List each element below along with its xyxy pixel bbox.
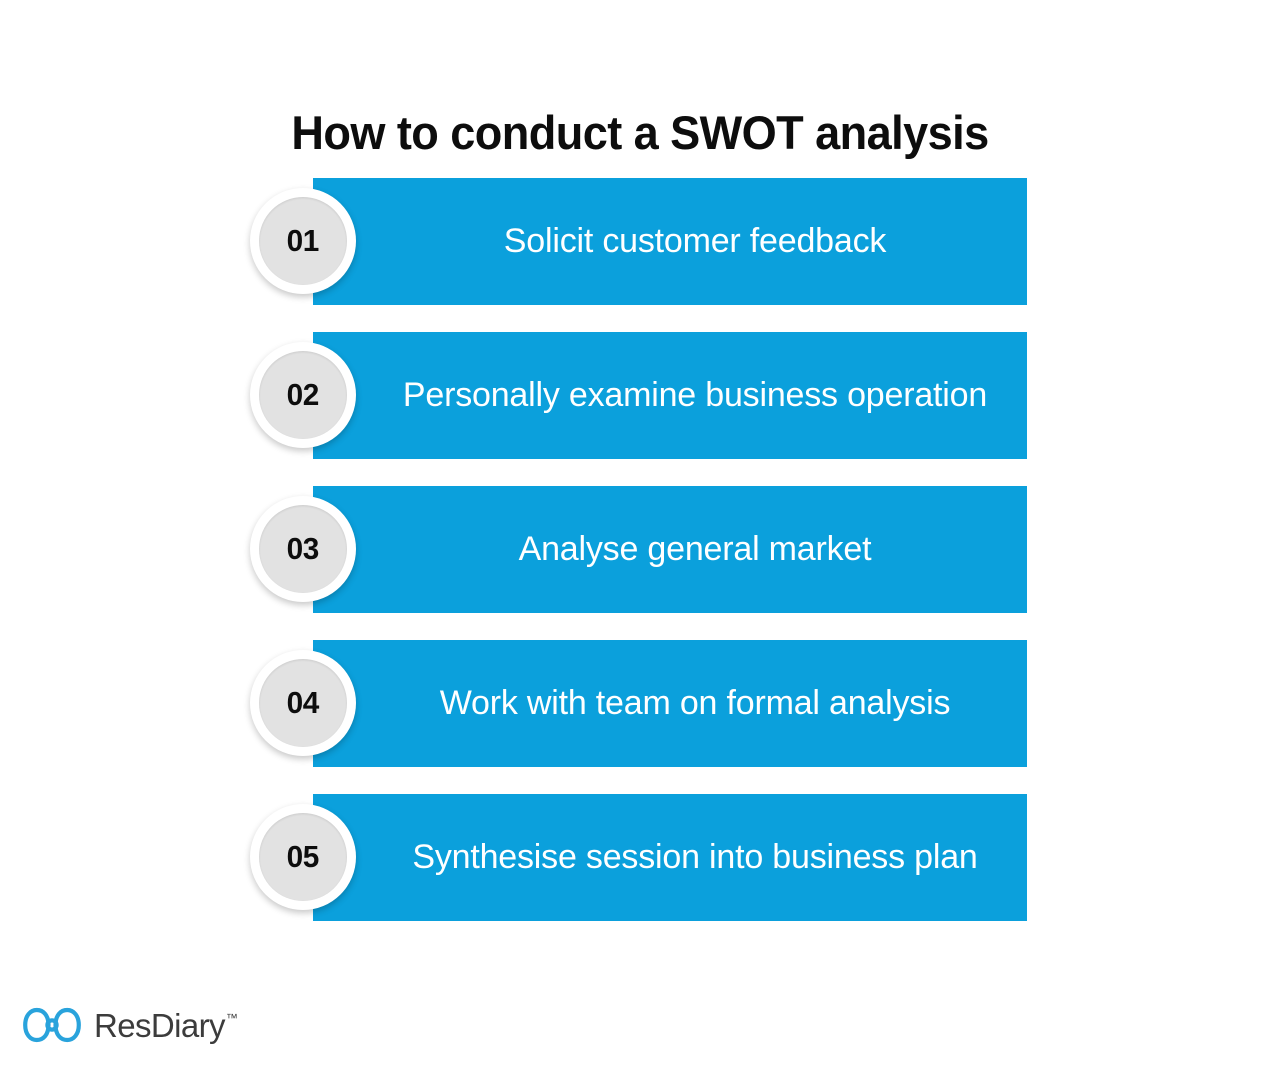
step-label: Work with team on formal analysis: [439, 683, 951, 722]
list-item: Work with team on formal analysis 04: [0, 640, 1280, 767]
step-label: Personally examine business operation: [402, 375, 988, 414]
step-badge: 01: [250, 188, 356, 294]
step-bar: Solicit customer feedback: [313, 178, 1027, 305]
step-badge: 05: [250, 804, 356, 910]
step-number: 03: [286, 531, 320, 566]
list-item: Personally examine business operation 02: [0, 332, 1280, 459]
page-title: How to conduct a SWOT analysis: [291, 106, 989, 160]
brand-wordmark: ResDiary™: [94, 1007, 238, 1045]
step-badge: 02: [250, 342, 356, 448]
step-badge-disc: 02: [259, 351, 347, 439]
step-bar: Personally examine business operation: [313, 332, 1027, 459]
trademark-symbol: ™: [225, 1011, 238, 1025]
steps-list: Solicit customer feedback 01 Personally …: [0, 178, 1280, 921]
step-label: Solicit customer feedback: [503, 221, 887, 260]
list-item: Synthesise session into business plan 05: [0, 794, 1280, 921]
list-item: Analyse general market 03: [0, 486, 1280, 613]
step-bar: Analyse general market: [313, 486, 1027, 613]
step-badge-disc: 04: [259, 659, 347, 747]
step-bar: Synthesise session into business plan: [313, 794, 1027, 921]
step-badge: 04: [250, 650, 356, 756]
step-label: Analyse general market: [518, 529, 872, 568]
step-badge-disc: 01: [259, 197, 347, 285]
step-badge-disc: 03: [259, 505, 347, 593]
step-bar: Work with team on formal analysis: [313, 640, 1027, 767]
step-number: 01: [286, 223, 320, 258]
step-number: 05: [286, 839, 320, 874]
step-label: Synthesise session into business plan: [412, 837, 978, 876]
resdiary-bowtie-icon: [23, 1007, 81, 1043]
brand-name: ResDiary: [94, 1007, 225, 1044]
step-number: 04: [286, 685, 320, 720]
brand-logo: ResDiary™: [22, 1000, 238, 1050]
step-badge: 03: [250, 496, 356, 602]
step-number: 02: [286, 377, 320, 412]
step-badge-disc: 05: [259, 813, 347, 901]
list-item: Solicit customer feedback 01: [0, 178, 1280, 305]
